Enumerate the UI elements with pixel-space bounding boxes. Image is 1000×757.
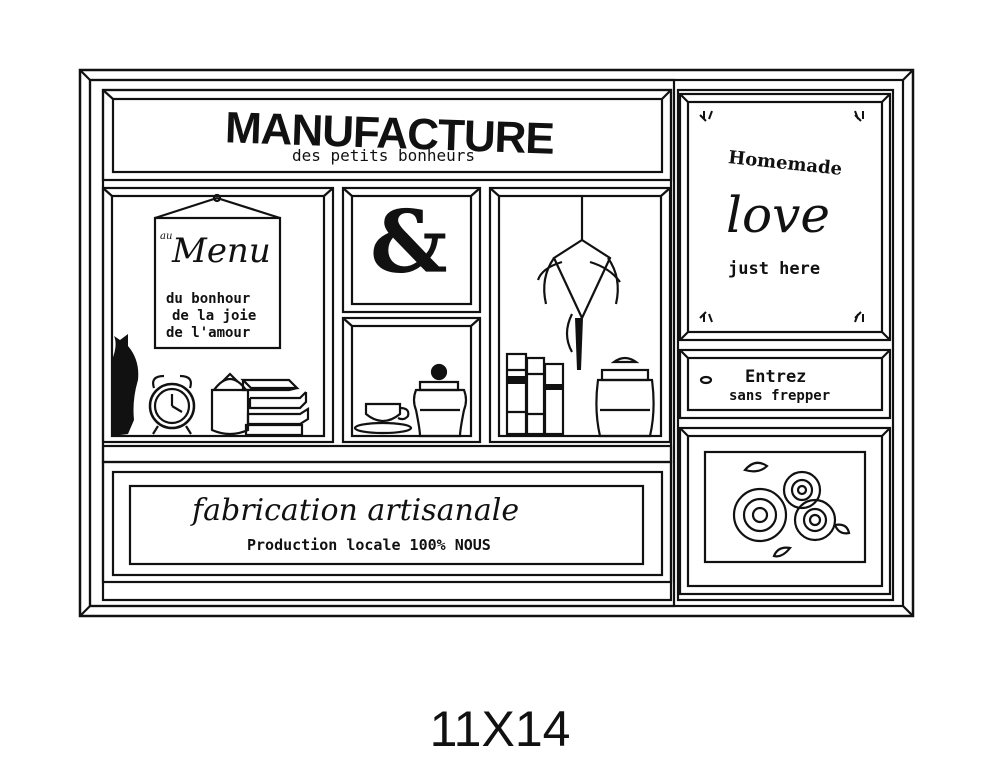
bottom-banner (128, 484, 645, 566)
book-stack-icon (240, 378, 310, 437)
entrez-text: Entrez (745, 367, 807, 387)
alarm-clock-icon (148, 374, 196, 435)
teacup-icon (353, 402, 413, 435)
menu-title: Menu (172, 231, 271, 271)
counter-ledge (101, 444, 673, 464)
entrez-panel (678, 348, 892, 420)
left-panel-frame (88, 78, 676, 608)
menu-line-3: de l'amour (166, 325, 251, 341)
cabinet-middle-bottom (341, 316, 482, 444)
homemade-panel (678, 92, 892, 342)
roses-panel (678, 426, 892, 596)
entrez-dot (699, 375, 713, 385)
production-text: Production locale 100% NOUS (247, 536, 491, 554)
sans-frepper-text: sans frepper (729, 388, 831, 404)
outer-frame (78, 68, 915, 618)
glass-jar-icon (595, 356, 655, 438)
corner-doodles (699, 110, 864, 323)
cabinet-right (488, 186, 672, 444)
cabinet-left (101, 186, 335, 444)
ampersand-icon: & (370, 192, 448, 293)
menu-line-1: du bonhour (166, 291, 251, 307)
cabinet-middle-top (341, 186, 482, 314)
books-icon (505, 352, 565, 436)
just-here-text: just here (728, 259, 821, 279)
roses-icon (732, 461, 851, 558)
shop-subtitle: des petits bonheurs (292, 146, 476, 165)
menu-line-2: de la joie (172, 308, 257, 324)
love-text: love (726, 186, 830, 244)
right-column-frame (676, 88, 895, 602)
title-panel (101, 88, 673, 182)
bottom-banner-frame (101, 460, 673, 584)
cat-silhouette-icon (112, 334, 139, 436)
fabrication-text: fabrication artisanale (192, 493, 520, 528)
menu-small-text: au (160, 231, 173, 242)
menu-sign (153, 193, 282, 350)
cookie-jar-icon (412, 363, 468, 438)
size-label: 11X14 (429, 701, 571, 757)
